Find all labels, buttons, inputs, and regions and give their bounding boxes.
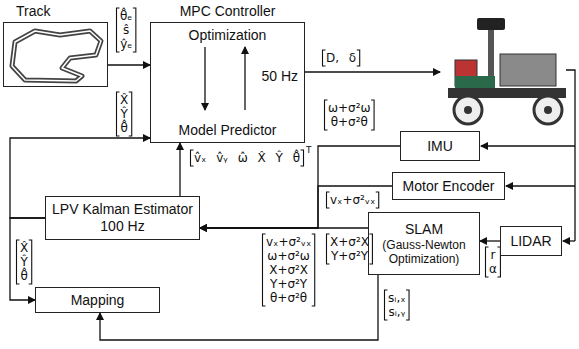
box-title: IMU xyxy=(427,138,453,155)
box-title: Mapping xyxy=(71,292,125,309)
vector-bracket xyxy=(263,234,315,306)
control-vector: D, δ xyxy=(322,50,360,66)
signal-vector: X+σ²X Y+σ²Y xyxy=(326,234,373,264)
vector-bracket xyxy=(486,247,501,277)
measurement-vector: vₓ+σ²ᵥₓ ω+σ²ω X+σ²X Y+σ²Y θ+σ²θ xyxy=(262,234,315,306)
signal-vector: X̂ Ŷ θ̂ xyxy=(116,92,132,136)
track-box: Track xyxy=(3,22,108,87)
box-text: Optimization xyxy=(151,27,304,44)
vector-bracket xyxy=(385,290,410,320)
signal-wires xyxy=(305,70,575,241)
box-title: LPV Kalman Estimator xyxy=(52,201,193,218)
box-title: LIDAR xyxy=(510,233,551,250)
signal-vector: r α xyxy=(485,247,501,277)
vector-bracket xyxy=(323,50,360,66)
signal-vector: X̂ Ŷ θ̂ xyxy=(16,240,32,284)
signal-arrow xyxy=(200,186,392,228)
mpc-loop-arrows xyxy=(205,47,245,110)
sensor-box: Motor Encoder xyxy=(392,172,505,200)
vector-bracket xyxy=(327,192,379,208)
box-text: Model Predictor xyxy=(151,122,304,139)
vector-bracket xyxy=(17,240,32,284)
signal-vector: v̂ₓ v̂ᵧ ω̂ X̂ Ŷ θ̂ xyxy=(190,150,304,166)
signal-vector: sᵢ,ₓ sᵢ,ᵧ xyxy=(384,290,410,320)
vector-bracket xyxy=(325,100,375,130)
sensor-box: LIDAR xyxy=(500,226,562,256)
signal-vector: ω+σ²ω θ+σ²θ xyxy=(324,100,375,130)
box-text: 100 Hz xyxy=(100,218,144,235)
process-box: SLAM(Gauss-Newton Optimization) xyxy=(368,212,480,275)
vector-bracket xyxy=(191,150,304,166)
sensor-box: IMU xyxy=(400,131,480,161)
signal-arrow xyxy=(100,275,378,340)
box-text: (Gauss-Newton Optimization) xyxy=(369,238,479,266)
vector-bracket xyxy=(327,234,373,264)
track-drawing xyxy=(12,31,101,81)
vector-bracket xyxy=(117,92,132,136)
signal-arrow xyxy=(480,240,500,241)
signal-arrow xyxy=(108,64,150,65)
box-title: Motor Encoder xyxy=(403,178,495,195)
robot-car xyxy=(448,18,566,124)
box-text: 50 Hz xyxy=(261,68,298,85)
controller-box: MPC ControllerOptimization50 HzModel Pre… xyxy=(150,22,305,143)
signal-vector: θ̂ₑ ŝ ŷₑ xyxy=(116,8,136,52)
vector-bracket xyxy=(117,8,136,52)
process-box: Mapping xyxy=(35,287,160,313)
transpose-mark: T xyxy=(306,145,312,155)
signal-arrow xyxy=(200,227,368,228)
estimator-box: LPV Kalman Estimator100 Hz xyxy=(45,196,200,240)
signal-vector: vₓ+σ²ᵥₓ xyxy=(326,192,379,208)
box-title: SLAM xyxy=(405,221,443,238)
box-title: MPC Controller xyxy=(151,3,304,20)
box-title: Track xyxy=(16,3,50,20)
signal-arrow xyxy=(179,143,180,196)
